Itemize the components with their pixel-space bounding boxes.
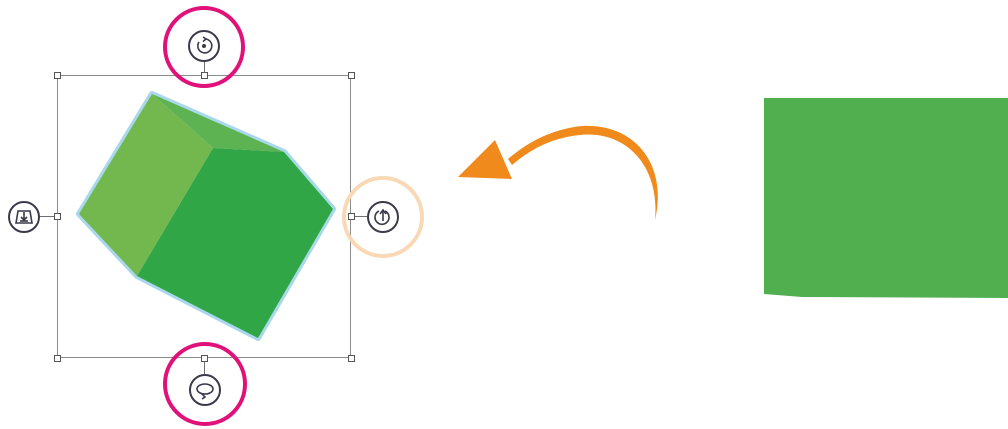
perspective-icon <box>15 210 33 224</box>
rotate-y-icon <box>196 383 214 400</box>
rotate-y-handle[interactable] <box>189 374 221 406</box>
selected-cube[interactable] <box>70 88 340 343</box>
handle-stem-left <box>38 216 54 217</box>
resize-handle-top[interactable] <box>201 72 208 79</box>
handle-stem-right <box>355 216 367 217</box>
rotate-z-icon <box>374 208 390 226</box>
rotate-z-handle[interactable] <box>367 201 399 233</box>
handle-stem-bottom <box>204 362 205 374</box>
cube-top-face <box>152 94 284 152</box>
rotate-x-icon <box>197 36 213 54</box>
resize-handle-left[interactable] <box>54 213 61 220</box>
resize-handle-bottom-left[interactable] <box>54 355 61 362</box>
handle-stem-top <box>204 60 205 73</box>
flat-green-square[interactable] <box>760 94 1008 302</box>
perspective-handle[interactable] <box>8 201 40 233</box>
cube-left-face <box>79 94 213 276</box>
resize-handle-bottom[interactable] <box>201 355 208 362</box>
cube-right-face <box>137 148 333 338</box>
resize-handle-top-right[interactable] <box>348 72 355 79</box>
selection-box <box>57 75 351 358</box>
resize-handle-bottom-right[interactable] <box>348 355 355 362</box>
rotate-x-handle[interactable] <box>188 30 220 62</box>
resize-handle-top-left[interactable] <box>54 72 61 79</box>
curved-arrow-icon <box>458 125 658 220</box>
resize-handle-right[interactable] <box>348 213 355 220</box>
